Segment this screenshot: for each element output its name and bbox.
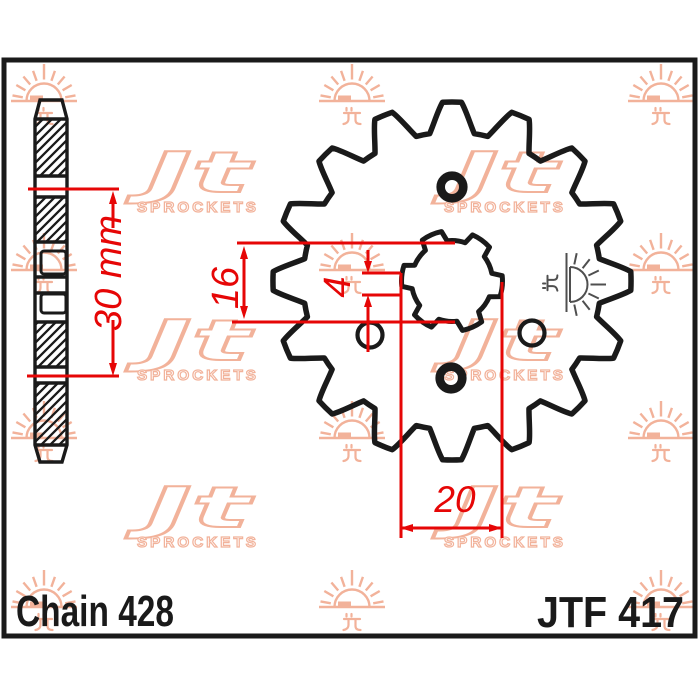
dim-spline-depth-label: 4 [317, 276, 359, 297]
stamp-dome [569, 266, 589, 303]
jt-face-stamp-icon [542, 252, 606, 317]
spline-bore-outline [399, 229, 505, 333]
arrow-down-icon [240, 306, 248, 319]
arrow-up-icon [109, 191, 117, 204]
bolt-hole-top [436, 171, 468, 203]
arrow-up-icon [240, 246, 248, 259]
arrow-down-icon [364, 261, 372, 273]
front-view [270, 99, 634, 463]
drawing-frame [1, 57, 698, 639]
side-hatch-bottom [35, 384, 67, 444]
dim-bore-diameter: 20 [399, 273, 504, 538]
dim-across-flats-label: 16 [205, 266, 247, 309]
jt-logo-watermark [123, 308, 260, 385]
part-number-label: JTF 417 [537, 588, 684, 637]
sun-watermark-icon [319, 570, 385, 630]
sun-watermark-icon [628, 64, 694, 124]
side-hatch-lower [35, 323, 67, 366]
jt-logo-watermark [123, 475, 260, 552]
sun-watermark-icon [628, 401, 694, 461]
dim-overall-width-label: 30 mm [88, 215, 130, 331]
side-view [33, 98, 69, 464]
dim-across-flats: 16 [205, 241, 455, 324]
dimension-annotations: 30 mm 16 4 20 [27, 187, 504, 538]
arrow-left-icon [400, 524, 413, 532]
drawing-layer [1, 57, 698, 639]
stamp-rays [573, 252, 606, 317]
side-hub-slot-lower [39, 292, 68, 315]
product-labels: Chain 428 JTF 417 [16, 587, 684, 637]
arrow-right-icon [489, 524, 502, 532]
side-hatch-top [35, 120, 67, 175]
dim-spline-depth: 4 [317, 250, 401, 352]
sun-watermark-icon [319, 64, 385, 124]
lightening-hole-left [355, 320, 385, 350]
arrow-up-icon [364, 295, 372, 307]
dim-bore-diameter-label: 20 [433, 479, 476, 520]
arrow-down-icon [109, 363, 117, 376]
chain-size-label: Chain 428 [16, 587, 174, 636]
bolt-hole-bottom [435, 362, 467, 394]
side-outline [33, 98, 69, 464]
side-hatch-upper [35, 198, 67, 241]
sprocket-teeth-outline [270, 99, 634, 463]
lightening-hole-right [517, 318, 547, 348]
jt-logo-watermark [123, 140, 260, 217]
dim-overall-width: 30 mm [27, 187, 130, 378]
sun-watermark-icon [628, 233, 694, 293]
side-hub-slot-upper [39, 249, 68, 276]
